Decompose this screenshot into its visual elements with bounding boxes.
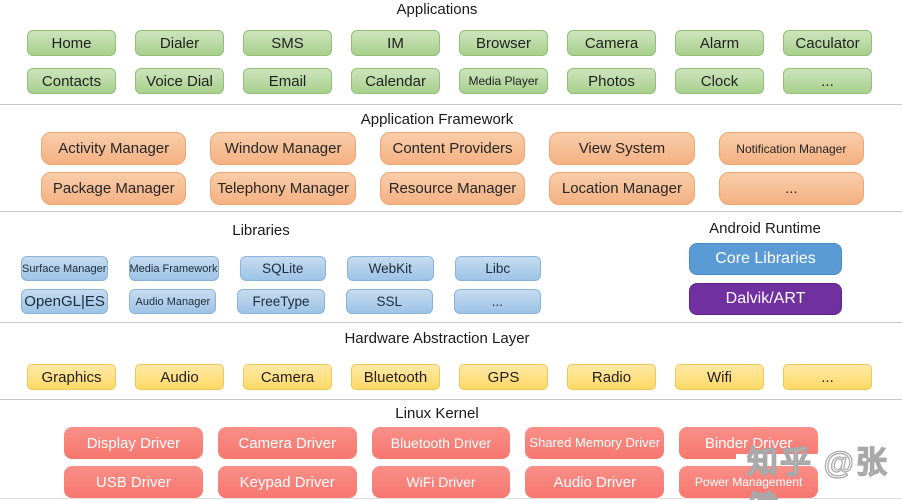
app-box-voice-dial: Voice Dial — [135, 68, 224, 94]
hal-box-radio: Radio — [567, 364, 656, 390]
kernel-title: Linux Kernel — [395, 405, 479, 422]
kernel-box-audio-driver: Audio Driver — [525, 466, 665, 498]
applications-title: Applications — [396, 1, 478, 18]
hal-box-wifi: Wifi — [675, 364, 764, 390]
framework-box-content-providers: Content Providers — [379, 132, 526, 165]
kernel-box-keypad-driver: Keypad Driver — [217, 466, 357, 498]
runtime-box-core-libraries: Core Libraries — [689, 243, 842, 275]
app-box-sms: SMS — [243, 30, 332, 56]
layer-applications: Applications Home Dialer SMS IM Browser … — [0, 0, 902, 104]
app-box-more: ... — [783, 68, 872, 94]
layer-hal: Hardware Abstraction Layer Graphics Audi… — [0, 322, 902, 399]
lib-box-opengl-es: OpenGL|ES — [21, 289, 109, 314]
framework-box-view-system: View System — [549, 132, 695, 165]
framework-box-more: ... — [718, 172, 865, 205]
kernel-box-wifi-driver: WiFi Driver — [371, 466, 511, 498]
app-box-contacts: Contacts — [27, 68, 116, 94]
watermark-band — [736, 454, 902, 466]
lib-box-audio-manager: Audio Manager — [129, 289, 217, 314]
framework-title: Application Framework — [360, 111, 514, 128]
lib-box-media-framework: Media Framework — [128, 256, 219, 281]
hal-box-more: ... — [783, 364, 872, 390]
kernel-box-display-driver: Display Driver — [64, 427, 203, 459]
kernel-box-power-management: Power Management — [679, 466, 818, 498]
app-box-home: Home — [27, 30, 116, 56]
kernel-box-bluetooth-driver: Bluetooth Driver — [371, 427, 511, 459]
framework-box-notification-manager: Notification Manager — [718, 132, 865, 165]
app-box-email: Email — [243, 68, 332, 94]
kernel-box-shared-memory-driver: Shared Memory Driver — [525, 427, 665, 459]
runtime-box-dalvik-art: Dalvik/ART — [689, 283, 842, 315]
hal-box-camera: Camera — [243, 364, 332, 390]
app-box-dialer: Dialer — [135, 30, 224, 56]
app-box-browser: Browser — [459, 30, 548, 56]
kernel-row-2: USB Driver Keypad Driver WiFi Driver Aud… — [64, 466, 818, 498]
app-box-camera: Camera — [567, 30, 656, 56]
framework-box-location-manager: Location Manager — [549, 172, 695, 205]
app-box-clock: Clock — [675, 68, 764, 94]
lib-box-surface-manager: Surface Manager — [21, 256, 108, 281]
app-box-media-player: Media Player — [459, 68, 548, 94]
layer-application-framework: Application Framework Activity Manager W… — [0, 104, 902, 211]
lib-box-sqlite: SQLite — [239, 256, 327, 281]
kernel-box-usb-driver: USB Driver — [64, 466, 203, 498]
app-box-alarm: Alarm — [675, 30, 764, 56]
hal-box-gps: GPS — [459, 364, 548, 390]
app-box-calendar: Calendar — [351, 68, 440, 94]
applications-row-1: Home Dialer SMS IM Browser Camera Alarm … — [27, 30, 872, 56]
lib-box-webkit: WebKit — [347, 256, 434, 281]
framework-box-activity-manager: Activity Manager — [41, 132, 187, 165]
kernel-box-binder-driver: Binder Driver — [679, 427, 818, 459]
android-runtime-title: Android Runtime — [709, 220, 821, 237]
layer-libraries-runtime: Libraries Android Runtime Surface Manage… — [0, 211, 902, 322]
layer-linux-kernel: Linux Kernel Display Driver Camera Drive… — [0, 399, 902, 500]
app-box-caculator: Caculator — [783, 30, 872, 56]
kernel-box-camera-driver: Camera Driver — [217, 427, 357, 459]
lib-box-more: ... — [453, 289, 542, 314]
framework-box-telephony-manager: Telephony Manager — [210, 172, 356, 205]
libraries-title: Libraries — [232, 222, 290, 239]
lib-box-libc: Libc — [454, 256, 542, 281]
app-box-photos: Photos — [567, 68, 656, 94]
lib-box-ssl: SSL — [345, 289, 433, 314]
hal-box-bluetooth: Bluetooth — [351, 364, 440, 390]
watermark-zhihu: 知乎 @张健 — [746, 444, 889, 500]
framework-row-2: Package Manager Telephony Manager Resour… — [41, 172, 865, 205]
framework-row-1: Activity Manager Window Manager Content … — [41, 132, 865, 165]
lib-box-freetype: FreeType — [237, 289, 325, 314]
framework-box-resource-manager: Resource Manager — [379, 172, 526, 205]
applications-row-2: Contacts Voice Dial Email Calendar Media… — [27, 68, 872, 94]
hal-row-1: Graphics Audio Camera Bluetooth GPS Radi… — [27, 364, 872, 390]
bottom-edge-line — [0, 498, 902, 499]
libraries-row-1: Surface Manager Media Framework SQLite W… — [21, 256, 542, 281]
framework-box-window-manager: Window Manager — [210, 132, 356, 165]
app-box-im: IM — [351, 30, 440, 56]
libraries-row-2: OpenGL|ES Audio Manager FreeType SSL ... — [21, 289, 542, 314]
framework-box-package-manager: Package Manager — [41, 172, 187, 205]
hal-box-graphics: Graphics — [27, 364, 116, 390]
hal-title: Hardware Abstraction Layer — [344, 330, 530, 347]
hal-box-audio: Audio — [135, 364, 224, 390]
kernel-row-1: Display Driver Camera Driver Bluetooth D… — [64, 427, 818, 459]
